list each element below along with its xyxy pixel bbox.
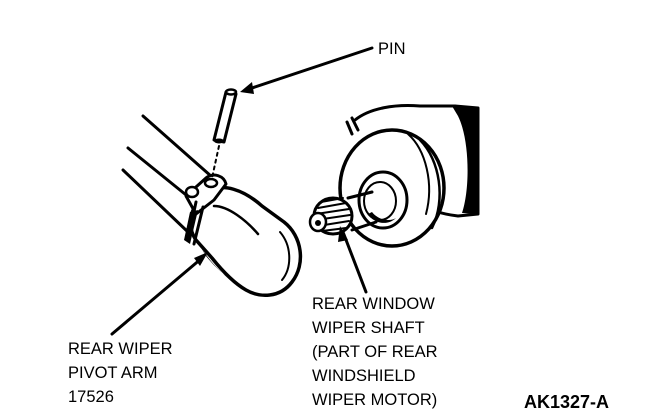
shaft-leader-arrowhead: [338, 226, 348, 242]
arm-label-line: 17526: [68, 388, 114, 406]
shaft-leader: [341, 230, 368, 294]
wiper-motor: [338, 104, 480, 248]
pin-leader: [244, 46, 374, 92]
figure-code: AK1327-A: [524, 392, 609, 412]
leader-lines: [110, 46, 374, 336]
arm-leader: [110, 256, 204, 336]
pivot-arm: [121, 114, 303, 297]
pin: [211, 88, 238, 179]
shaft-label-line: WIPER SHAFT: [312, 319, 425, 337]
arm-leader-arrowhead: [194, 252, 208, 266]
shaft-label-line: REAR WINDOW: [312, 295, 435, 313]
shaft-label-line: WINDSHIELD: [312, 367, 416, 385]
shaft-label: REAR WINDOW WIPER SHAFT (PART OF REAR WI…: [312, 295, 438, 409]
arm-label-line: REAR WIPER: [68, 340, 173, 358]
arm-label: REAR WIPER PIVOT ARM 17526: [68, 340, 173, 406]
wiper-shaft: [308, 190, 378, 236]
shaft-label-line: WIPER MOTOR): [312, 391, 437, 409]
arm-label-line: PIVOT ARM: [68, 364, 158, 382]
pin-label: PIN: [378, 40, 406, 58]
shaft-label-line: (PART OF REAR: [312, 343, 438, 361]
pin-leader-arrowhead: [240, 82, 254, 94]
